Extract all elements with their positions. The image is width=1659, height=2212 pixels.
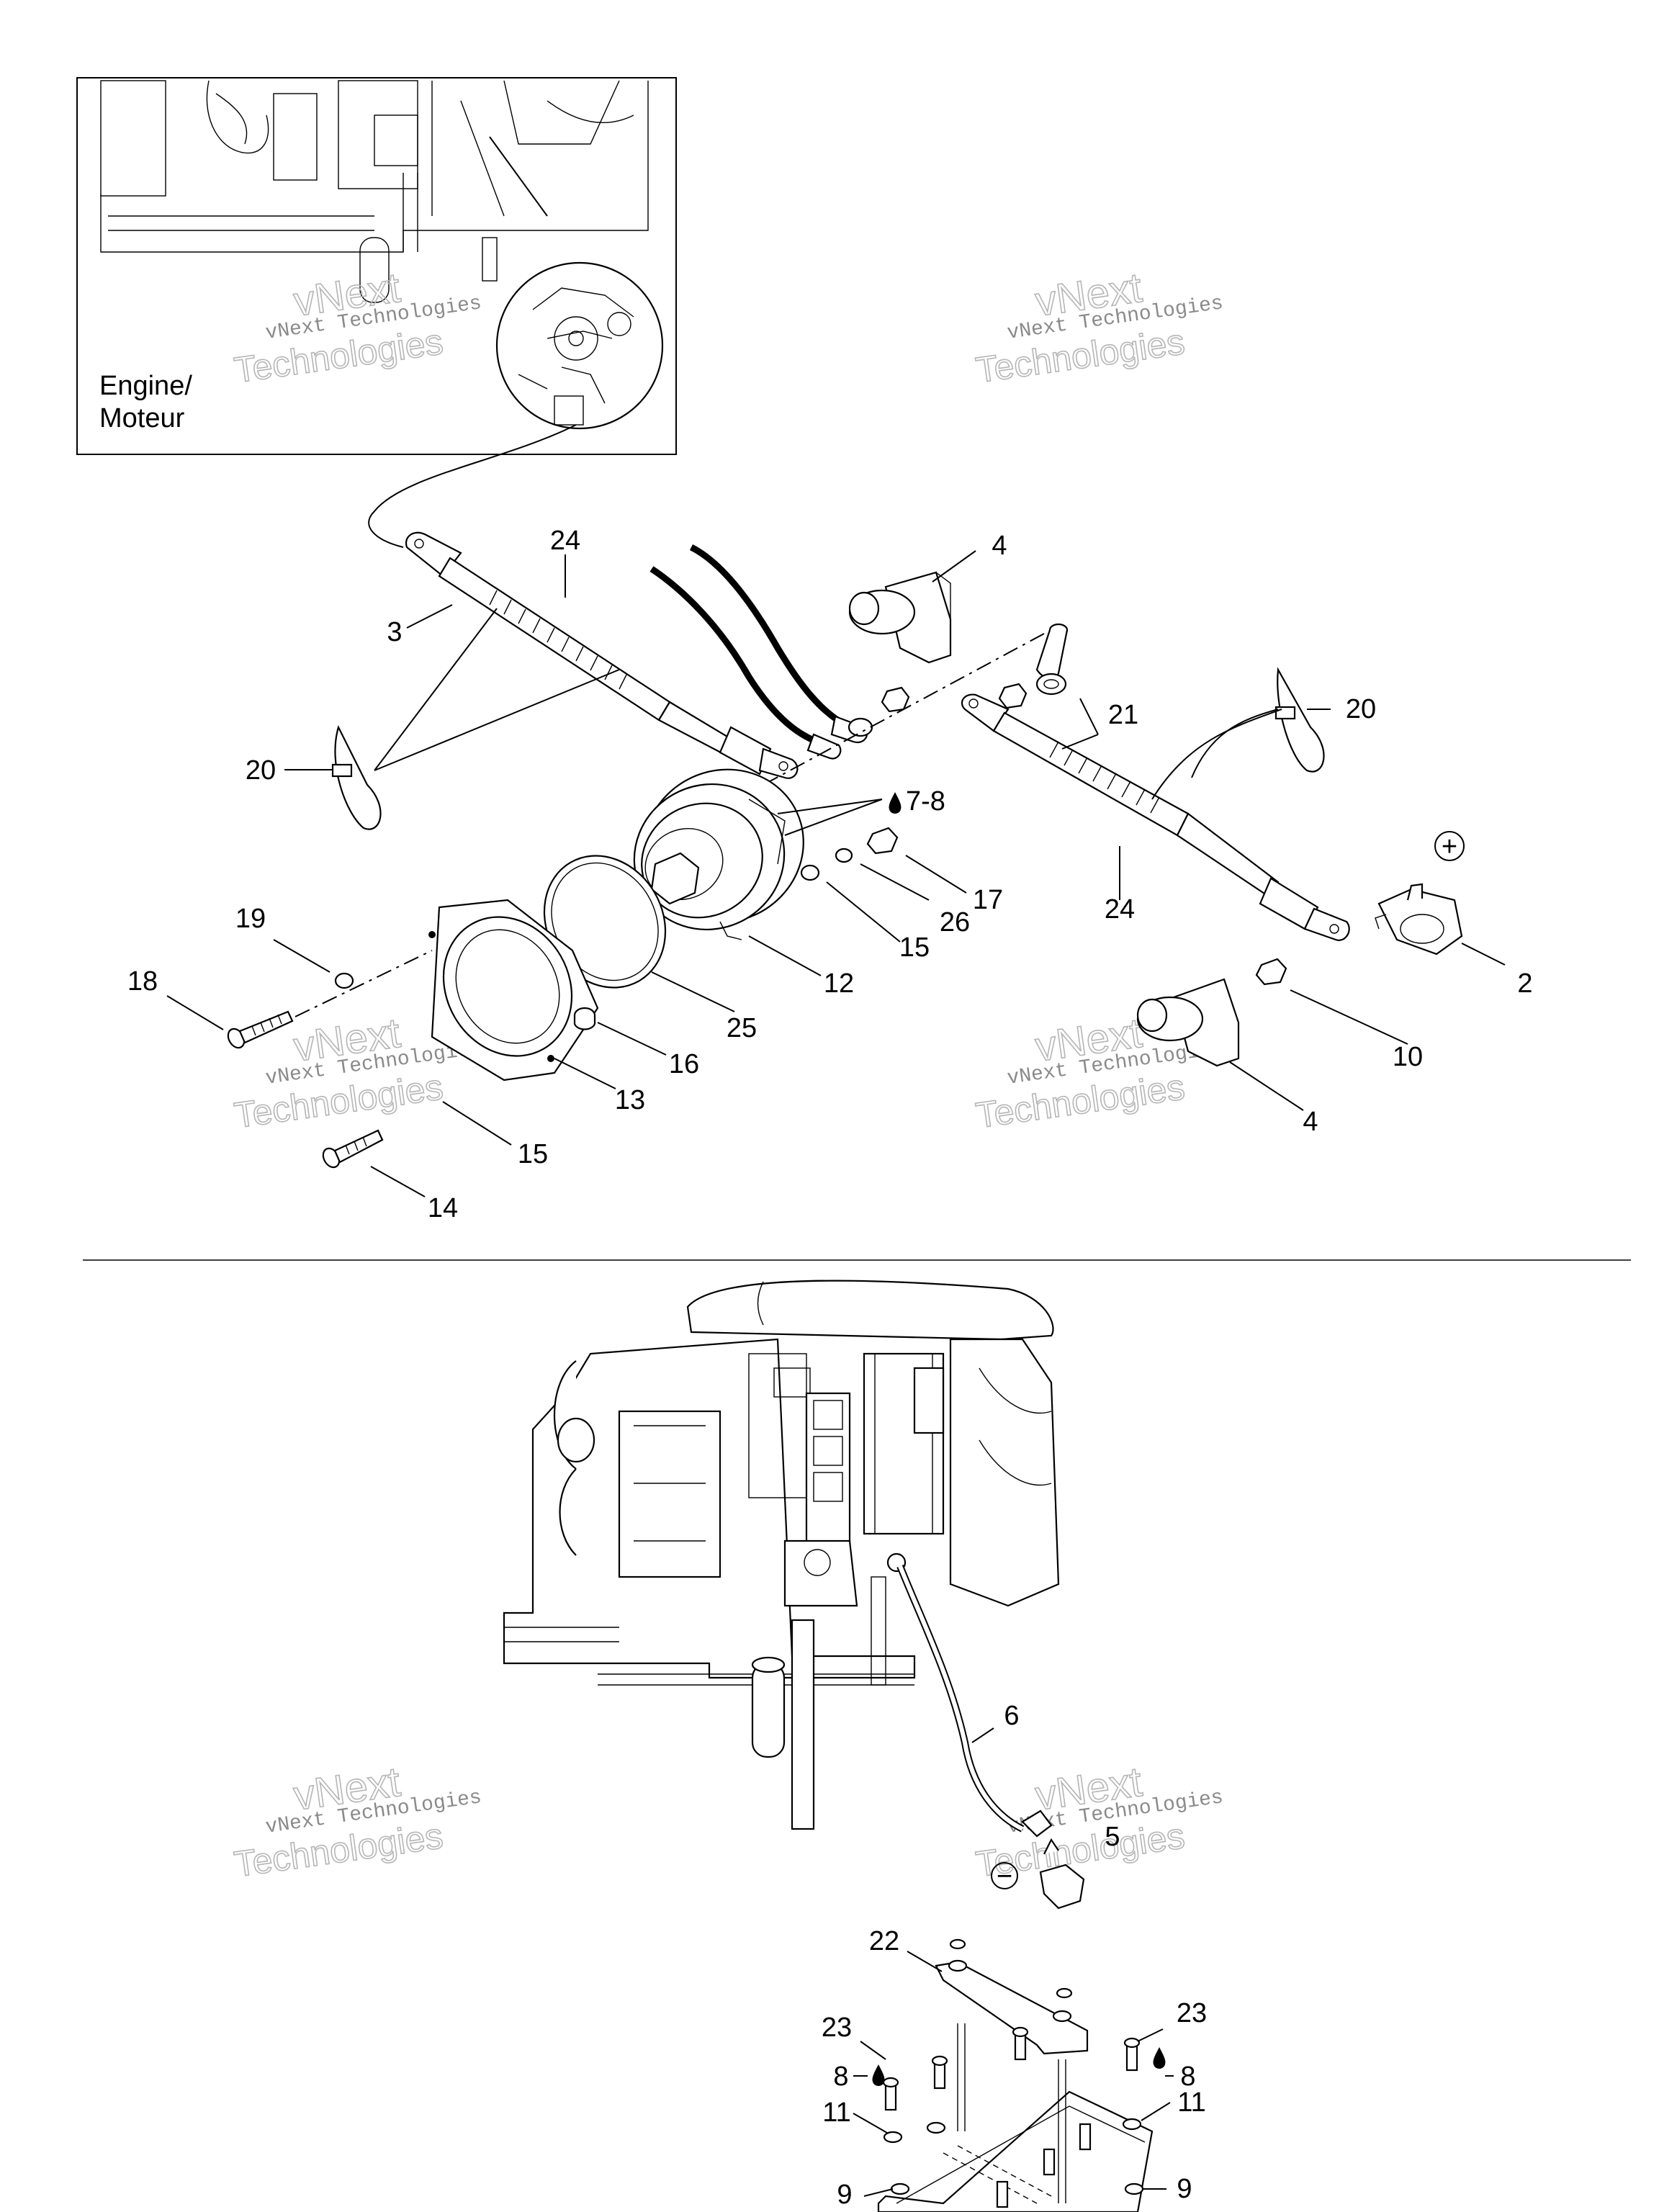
plus-symbol: + (1434, 831, 1465, 862)
callout-10: 10 (1393, 1042, 1423, 1072)
battery-cable-left (405, 531, 799, 779)
callout-17: 17 (973, 885, 1003, 915)
callout-8: 8 (1180, 2062, 1195, 2092)
terminal-clamp-2 (1375, 883, 1463, 956)
battery-tray (877, 2090, 1154, 2212)
callout-25: 25 (727, 1013, 757, 1043)
lubricant-drop-icon (872, 2064, 885, 2086)
bolt-21 (1035, 623, 1069, 696)
callout-9: 9 (837, 2180, 852, 2210)
callout-6: 6 (1004, 1701, 1019, 1731)
leader-lines (166, 550, 1506, 1197)
callout-24: 24 (1105, 894, 1135, 925)
inset-caption-moteur: Moteur (99, 403, 185, 433)
inset-engine-drawing (100, 80, 664, 430)
callout-24: 24 (550, 526, 580, 556)
cable-tie-right (1274, 667, 1325, 773)
inset-caption-engine: Engine/ (99, 371, 192, 401)
callout-7-8: 7-8 (906, 786, 945, 817)
leader-lines-lower (853, 1951, 1174, 2197)
callout-16: 16 (669, 1049, 699, 1079)
callout-23: 23 (822, 2013, 852, 2043)
callout-3: 3 (387, 617, 402, 647)
callout-22: 22 (869, 1926, 899, 1956)
callout-20: 20 (1346, 694, 1376, 724)
screw-14 (322, 1129, 384, 1169)
leader-6 (971, 1727, 994, 1743)
minus-sign: − (997, 1861, 1012, 1892)
nut-10 (1255, 958, 1287, 986)
callout-8: 8 (833, 2062, 848, 2092)
battery-cable-right (961, 693, 1350, 941)
cover-13 (428, 899, 599, 1082)
callout-4: 4 (992, 531, 1007, 561)
callout-14: 14 (428, 1193, 458, 1223)
callout-13: 13 (615, 1085, 645, 1115)
screw-18 (227, 1010, 294, 1049)
engine-drawing (503, 1280, 1060, 1830)
lubricant-drop-icon (1153, 2047, 1166, 2069)
plus-sign: + (1442, 832, 1457, 862)
callout-2: 2 (1517, 968, 1532, 999)
black-wire-1 (689, 544, 852, 731)
assembly-axis-line (763, 633, 1045, 786)
engine-inset: Engine/ Moteur (76, 77, 677, 455)
lubricant-drop-icon (889, 792, 902, 814)
callout-18: 18 (127, 966, 158, 997)
callout-9: 9 (1177, 2174, 1192, 2204)
terminal-clamp-5 (1039, 1838, 1085, 1910)
callout-5: 5 (1105, 1822, 1120, 1852)
terminal-boot-upper (848, 571, 952, 664)
negative-cable-6 (896, 1565, 1053, 1838)
inset-magnifier-circle (495, 261, 664, 430)
upper-assembly: + (127, 526, 1533, 1223)
washer-19 (334, 972, 354, 989)
callout-15: 15 (899, 932, 930, 963)
callout-23: 23 (1177, 1998, 1207, 2028)
callout-11: 11 (1177, 2087, 1205, 2118)
washer-15 (800, 864, 820, 881)
cable-tie-left (331, 725, 382, 830)
solenoid-12 (633, 768, 804, 940)
hold-down-bar-22 (935, 1961, 1089, 2055)
callout-21: 21 (1108, 700, 1138, 730)
spacer-16 (573, 1007, 596, 1030)
callout-11: 11 (822, 2098, 850, 2128)
callout-20: 20 (246, 755, 276, 786)
black-wire-2 (649, 566, 830, 749)
callout-12: 12 (824, 968, 854, 999)
terminal-boot-lower (1136, 978, 1240, 1067)
wire-terminal (806, 733, 842, 760)
battery-tray-assembly (877, 1938, 1154, 2212)
screw-axis-line (295, 950, 433, 1017)
nut-17 (866, 827, 899, 855)
lock-washer-26 (835, 848, 853, 863)
minus-symbol: − (991, 1861, 1018, 1892)
callout-19: 19 (235, 904, 266, 934)
callout-4: 4 (1303, 1107, 1318, 1137)
callout-15: 15 (518, 1139, 548, 1169)
lower-engine-assembly: − 6 5 (503, 1280, 1207, 2212)
inset-leader-cable (368, 424, 577, 548)
callout-26: 26 (940, 907, 970, 938)
inset-frame (76, 77, 677, 455)
